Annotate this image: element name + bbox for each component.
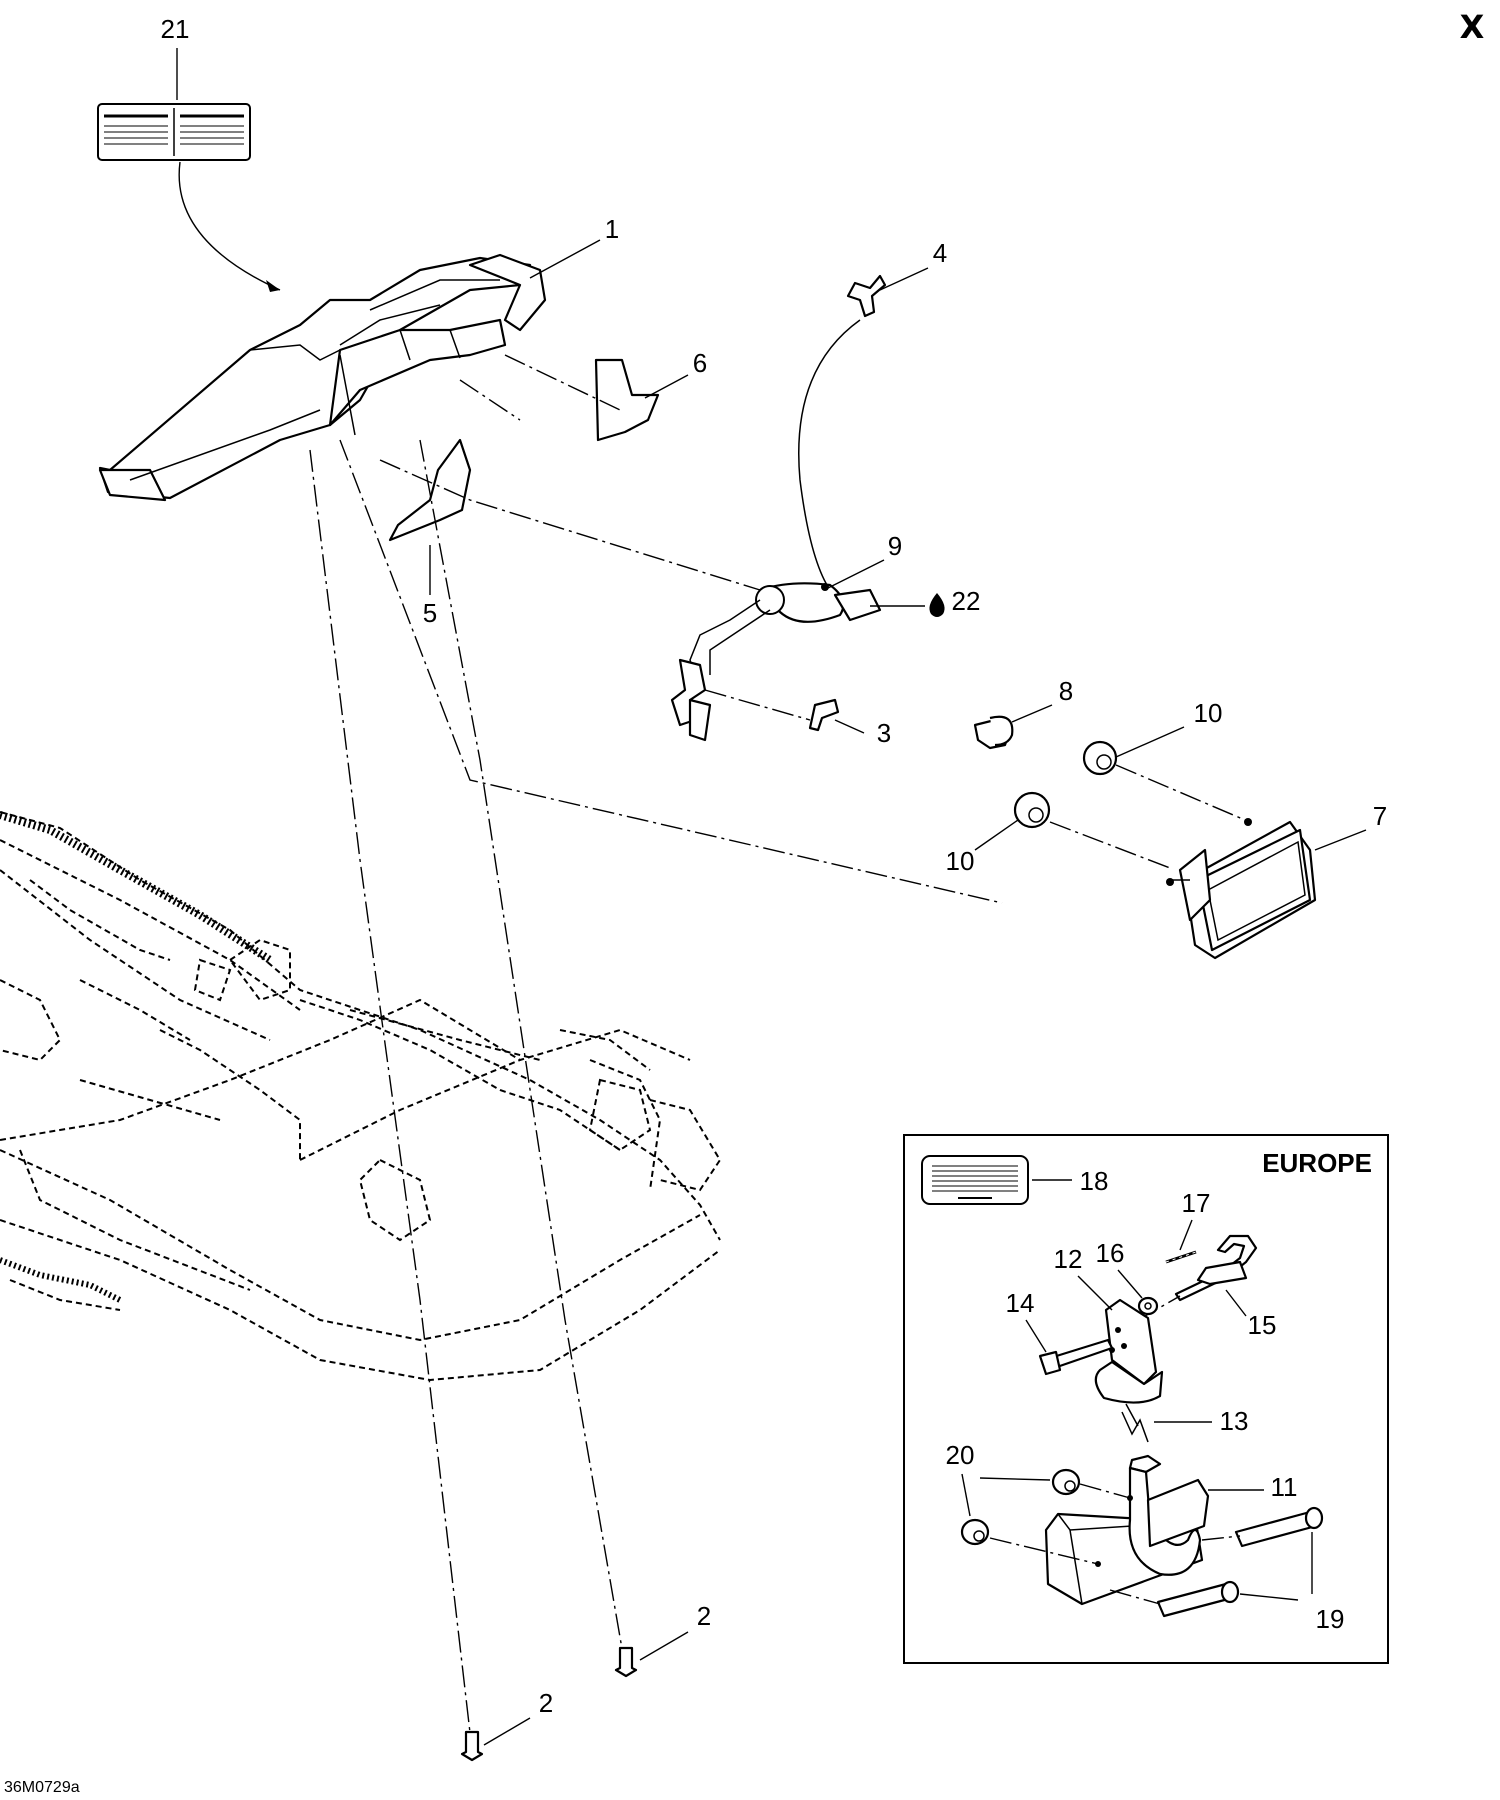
callout-19: 19 (1316, 1604, 1345, 1634)
callout-5: 5 (423, 598, 437, 628)
callout-16: 16 (1096, 1238, 1125, 1268)
side-deflector-6 (594, 358, 660, 442)
rear-rack-1 (98, 253, 547, 502)
cotter-pin-17 (1165, 1250, 1197, 1264)
drawing-code: 36M0729a (4, 1779, 80, 1796)
callout-7: 7 (1373, 801, 1387, 831)
side-deflector-5 (388, 438, 472, 542)
callout-2-lower: 2 (539, 1688, 553, 1718)
clip-4 (846, 274, 887, 318)
callout-11: 11 (1271, 1472, 1298, 1502)
warning-decal-21 (97, 103, 251, 161)
bulb-8 (973, 715, 1014, 750)
frame-outline (0, 811, 722, 1382)
callout-8: 8 (1059, 676, 1073, 706)
tow-hitch-11 (1044, 1454, 1210, 1606)
callout-14: 15 (1248, 1310, 1277, 1340)
europe-inset-frame (903, 1134, 1389, 1664)
corner-mark: X (1460, 8, 1485, 46)
bolt-19-lower (1156, 1580, 1240, 1618)
europe-region-title: EUROPE (1262, 1148, 1372, 1178)
screw-2-upper (614, 1646, 638, 1678)
bolt-15 (1038, 1338, 1114, 1376)
hitch-pin-14 (1174, 1234, 1258, 1302)
callout-18: 18 (1080, 1166, 1109, 1196)
callout-6: 6 (693, 348, 707, 378)
europe-inset: EUROPE 18 17 15 (903, 1134, 1389, 1664)
screw-2-lower (460, 1730, 484, 1762)
callout-12: 12 (1054, 1244, 1083, 1274)
grommet-10-upper (1082, 740, 1118, 776)
callout-9: 9 (888, 531, 902, 561)
callout-22: 22 (952, 586, 981, 616)
spring-clip-13 (1121, 1403, 1149, 1443)
grommet-10-lower (1013, 791, 1051, 829)
bolt-19-upper (1234, 1506, 1324, 1548)
callout-20: 20 (946, 1440, 975, 1470)
wiring-harness-9 (670, 582, 882, 742)
washer-20-upper (1051, 1468, 1081, 1496)
callout-2-upper: 2 (697, 1601, 711, 1631)
callout-10-upper: 10 (1194, 698, 1223, 728)
callout-13: 13 (1220, 1406, 1249, 1436)
callout-4: 4 (933, 238, 947, 268)
washer-20-lower (960, 1518, 990, 1546)
screw-3 (808, 698, 840, 732)
callout-1: 1 (605, 214, 619, 244)
grease-drop-icon (929, 593, 945, 617)
nut-16 (1137, 1296, 1159, 1316)
callout-10-lower: 10 (946, 846, 975, 876)
callout-17: 17 (1182, 1188, 1211, 1218)
callout-3: 3 (877, 718, 891, 748)
callout-15: 14 (1006, 1288, 1035, 1318)
callout-21: 21 (161, 14, 190, 44)
hitch-bracket-12 (1094, 1298, 1164, 1404)
warning-decal-18 (921, 1155, 1029, 1205)
tail-light-7 (1166, 818, 1317, 960)
